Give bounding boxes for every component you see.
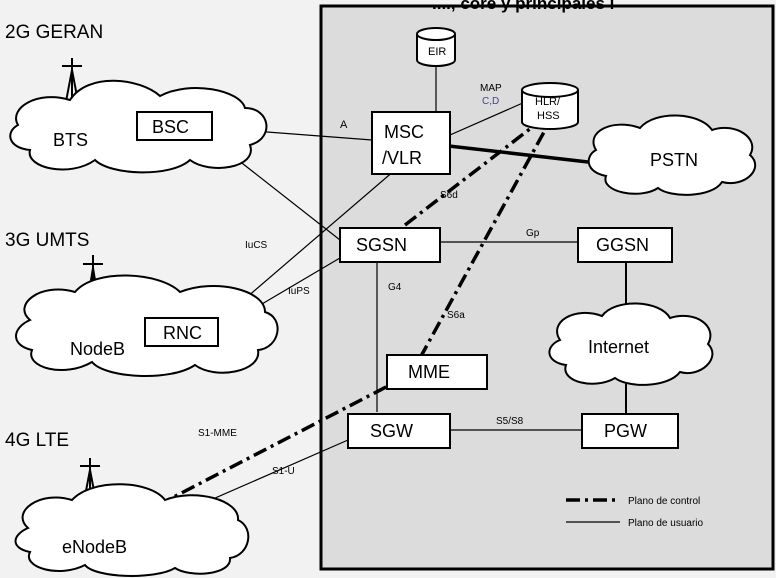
label-rnc: RNC (163, 323, 202, 343)
legend-control-label: Plano de control (628, 496, 700, 507)
sgsn-box (339, 227, 441, 263)
iface-iucs: IuCS (245, 240, 268, 251)
label-msc-1: MSC (384, 122, 424, 142)
link-msc-pstn (439, 143, 589, 164)
iface-s1u: S1-U (272, 466, 295, 477)
iface-g4: G4 (388, 282, 402, 293)
label-lte: 4G LTE (5, 430, 69, 451)
iface-cd: C,D (482, 96, 499, 107)
sgw-box (347, 413, 451, 449)
iface-s6d: S6d (440, 190, 458, 201)
label-pgw: PGW (604, 421, 647, 441)
label-internet: Internet (588, 337, 649, 357)
pgw-box (581, 413, 679, 449)
label-mme: MME (408, 362, 450, 382)
eir-database (416, 27, 456, 67)
label-eir: EIR (428, 46, 446, 58)
rnc-box (144, 317, 219, 347)
hlr-hss-database (521, 82, 579, 130)
iface-s5s8: S5/S8 (496, 416, 524, 427)
iface-s6a: S6a (447, 310, 465, 321)
label-hlr-1: HLR/ (535, 96, 561, 108)
iface-iups: IuPS (288, 286, 310, 297)
title-fragment: ...., core y principales i (432, 0, 614, 13)
label-umts: 3G UMTS (5, 230, 89, 251)
iface-gp: Gp (526, 228, 540, 239)
mme-box (386, 354, 488, 390)
label-pstn: PSTN (650, 150, 698, 170)
label-msc-2: /VLR (382, 148, 422, 168)
iface-a: A (340, 119, 348, 131)
label-ggsn: GGSN (596, 235, 649, 255)
ggsn-box (577, 227, 673, 263)
control-mme-hlr (418, 111, 557, 359)
label-sgw: SGW (370, 421, 413, 441)
label-hlr-2: HSS (537, 110, 560, 122)
msc-box (371, 111, 451, 175)
label-bts: BTS (53, 130, 88, 150)
label-geran: 2G GERAN (5, 22, 103, 43)
label-nodeb: NodeB (70, 339, 125, 359)
cloud-lte (14, 483, 250, 577)
legend-user-label: Plano de usuario (628, 518, 703, 529)
label-sgsn: SGSN (356, 235, 407, 255)
iface-s1mme: S1-MME (198, 428, 237, 439)
label-enodeb: eNodeB (62, 537, 127, 557)
link-msc-hlr (449, 101, 526, 136)
label-bsc: BSC (152, 117, 189, 137)
bsc-box (136, 111, 213, 141)
control-sgsn-hlr (403, 113, 550, 227)
cloud-internet (548, 302, 714, 386)
cloud-pstn (587, 114, 757, 196)
legend: Plano de control Plano de usuario (566, 496, 703, 529)
iface-map: MAP (480, 83, 502, 94)
